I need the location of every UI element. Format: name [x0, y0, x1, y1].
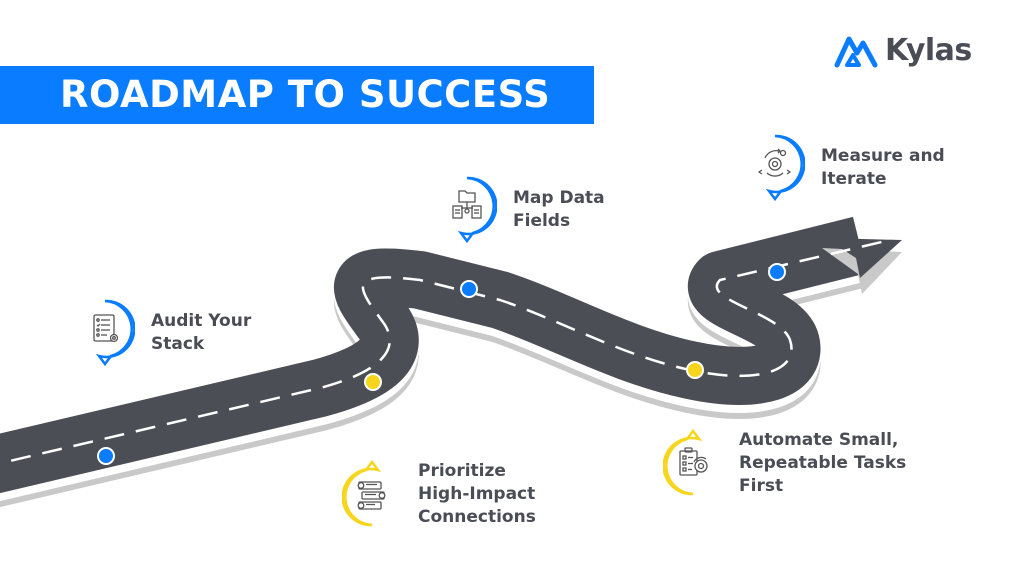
road-arrow-head [825, 238, 902, 278]
pin-marker [437, 175, 498, 245]
milestone-label: Measure and Iterate [821, 146, 945, 189]
milestone-automate-tasks: Automate Small, Repeatable Tasks First [662, 427, 907, 498]
kylas-logo: Kylas [833, 30, 972, 70]
road-center-line [0, 238, 891, 465]
title-banner [0, 66, 594, 124]
milestone-dot-2 [364, 373, 382, 391]
checklist-gear-icon [93, 314, 119, 343]
stacked-cards-gears-icon [357, 481, 386, 510]
pin-marker [341, 458, 402, 528]
milestone-measure-iterate: Measure and Iterate [745, 133, 945, 203]
kylas-mountain-logo-icon [834, 36, 878, 68]
pin-marker [745, 133, 806, 203]
milestone-dot-1 [97, 447, 115, 465]
pin-marker [75, 298, 136, 368]
milestone-label: Prioritize High-Impact Connections [418, 461, 536, 527]
milestone-map-data-fields: Map Data Fields [437, 175, 605, 245]
milestone-label: Audit Your Stack [151, 311, 252, 354]
milestone-audit-your-stack: Audit Your Stack [75, 298, 251, 368]
milestone-prioritize-connections: Prioritize High-Impact Connections [341, 458, 536, 529]
page-title: ROADMAP TO SUCCESS [60, 73, 551, 116]
folder-hierarchy-icon [452, 190, 482, 219]
gear-cycle-arrows-icon [757, 148, 792, 177]
milestone-dot-4 [686, 361, 704, 379]
clipboard-gear-icon [679, 447, 708, 476]
pin-marker [662, 427, 723, 497]
logo-text: Kylas [885, 32, 972, 68]
milestone-dot-3 [460, 280, 478, 298]
milestone-label: Automate Small, Repeatable Tasks First [739, 430, 907, 496]
milestone-label: Map Data Fields [513, 188, 605, 231]
milestone-dot-5 [768, 263, 786, 281]
